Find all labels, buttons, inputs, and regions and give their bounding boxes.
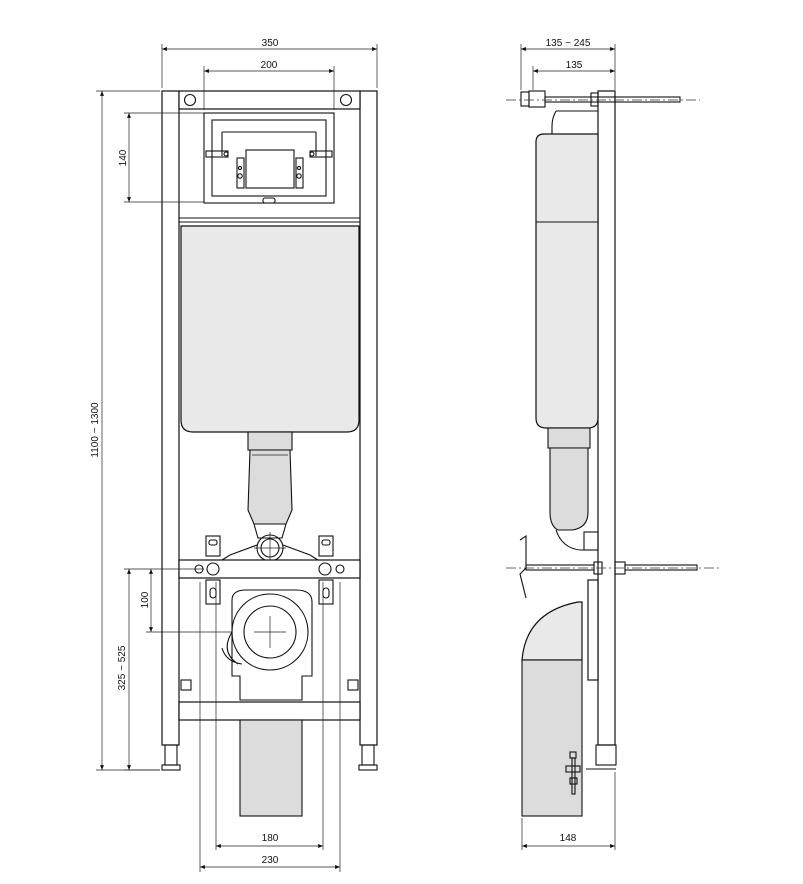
drain-pipe <box>239 719 303 817</box>
side-cistern <box>535 133 599 429</box>
dim-label-1100-1300: 1100 ~ 1300 <box>90 402 101 458</box>
floor-bolt <box>565 751 581 795</box>
side-flush-pipe <box>547 427 599 551</box>
mid-anchor-rod <box>506 534 720 599</box>
dim-100: 100 <box>140 568 232 633</box>
dim-325-525: 325 ~ 525 <box>117 568 160 771</box>
side-view: 135 ~ 245 135 148 <box>506 38 720 850</box>
bolt-brackets <box>194 535 345 605</box>
right-upright <box>359 90 378 746</box>
dim-label-148: 148 <box>560 833 577 844</box>
dim-label-325-525: 325 ~ 525 <box>117 645 128 690</box>
dim-230: 230 <box>199 582 341 872</box>
flush-pipe <box>221 431 319 564</box>
dim-label-135-245: 135 ~ 245 <box>546 38 591 49</box>
side-drain-pipe <box>521 659 583 817</box>
dim-135: 135 <box>532 60 615 90</box>
mount-hole-right-icon <box>339 93 353 107</box>
mounting-crossbar <box>178 559 361 579</box>
dim-label-230: 230 <box>262 855 279 866</box>
side-waste-elbow <box>521 601 583 661</box>
left-upright <box>161 90 180 746</box>
mount-hole-left-icon <box>183 93 197 107</box>
flush-module <box>203 112 335 204</box>
front-view: 350 200 140 1100 ~ 1300 100 <box>90 38 378 872</box>
dim-135-245: 135 ~ 245 <box>520 38 616 90</box>
dim-label-135: 135 <box>566 60 583 71</box>
dim-label-100: 100 <box>140 591 151 608</box>
feet <box>161 679 378 771</box>
side-upright <box>597 90 616 746</box>
lower-crossbar <box>178 701 361 721</box>
dim-label-180: 180 <box>262 833 279 844</box>
cistern-tank <box>180 225 360 433</box>
dim-label-140: 140 <box>118 149 129 166</box>
dim-200: 200 <box>203 60 335 110</box>
dim-180: 180 <box>215 582 324 850</box>
top-anchor-rod <box>506 90 700 108</box>
dim-148: 148 <box>521 772 616 850</box>
dim-350: 350 <box>161 38 378 88</box>
dim-140: 140 <box>118 112 204 203</box>
dim-label-350: 350 <box>262 38 279 49</box>
top-crossbar <box>178 90 361 110</box>
dim-label-200: 200 <box>261 60 278 71</box>
waste-elbow <box>221 589 313 701</box>
